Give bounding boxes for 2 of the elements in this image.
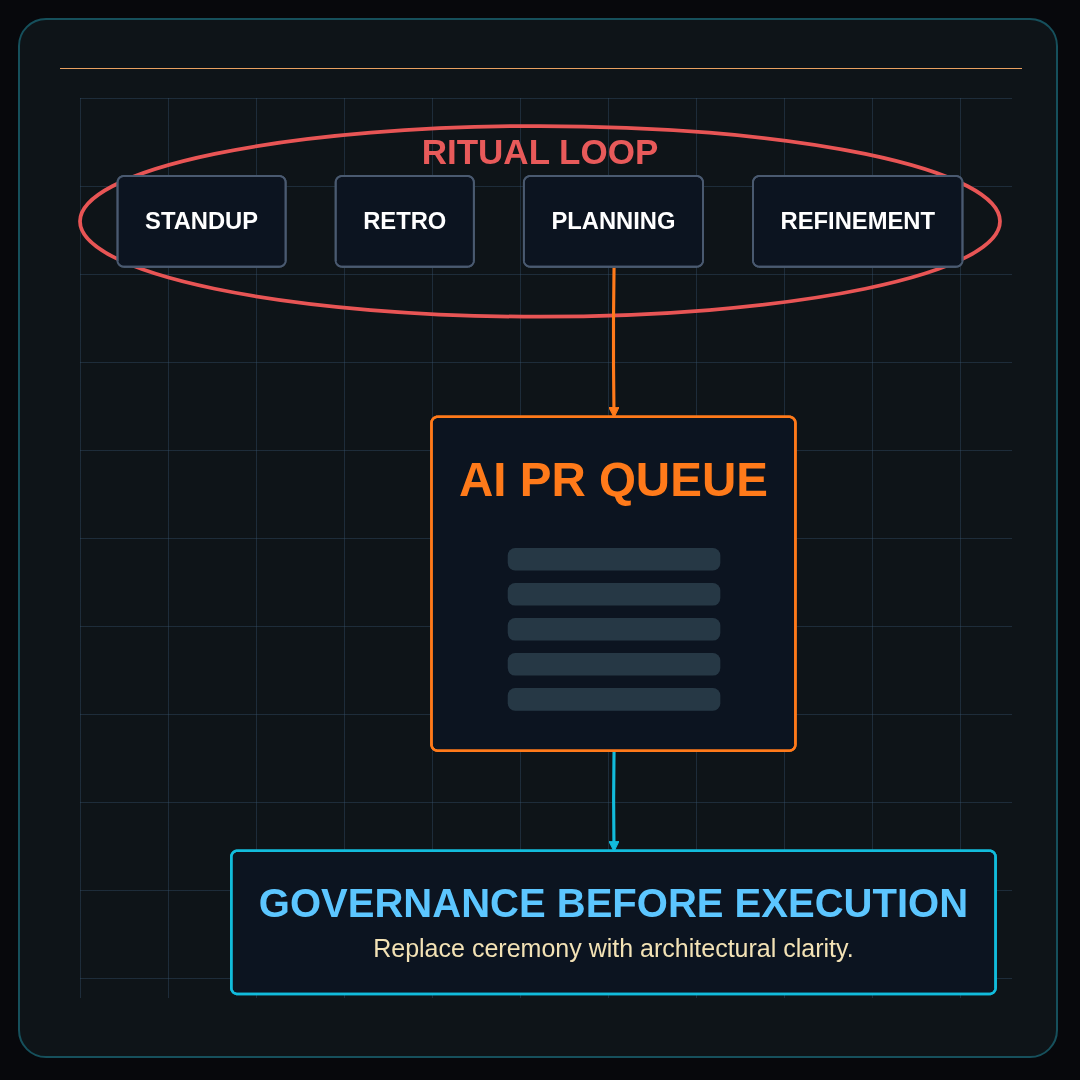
panel: RITUAL LOOP STANDUP RETRO PLANNING REFINEMENT AI PR QUEUE GOVERNANCE BEFORE EXECUTION Replace ceremony with architectural clarity. bbox=[18, 18, 1058, 1058]
cluster bbox=[78, 124, 1002, 319]
